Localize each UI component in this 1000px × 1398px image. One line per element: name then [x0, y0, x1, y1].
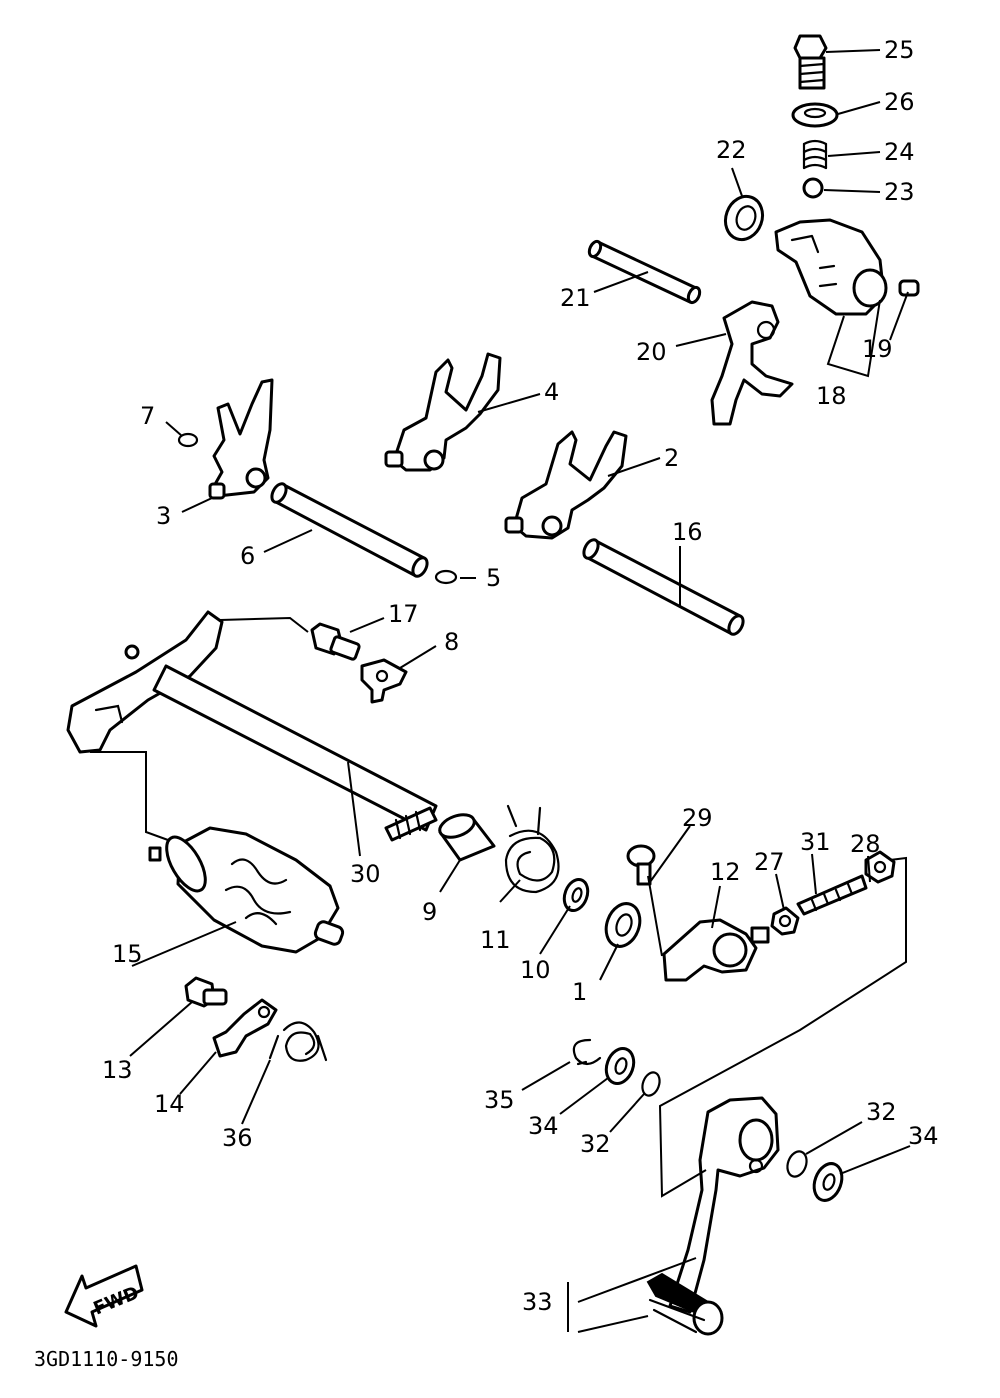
part-18-segment-housing	[774, 218, 888, 316]
part-3-shift-fork	[208, 378, 274, 500]
callout-11: 10	[520, 956, 551, 984]
part-36-circlip	[572, 1038, 602, 1066]
callout-3: 3	[156, 502, 171, 530]
callout-27: 12	[710, 858, 741, 886]
callout-6: 6	[240, 542, 255, 570]
part-35-washer-left	[604, 1047, 636, 1085]
assembly-line-drum	[90, 751, 169, 841]
part-7-circlip-top	[177, 432, 199, 448]
part-21-shaft	[587, 239, 702, 305]
fwd-arrow-icon: FWD	[64, 1264, 144, 1328]
part-31-nut	[770, 906, 800, 936]
callout-4: 4	[544, 378, 559, 406]
part-29-stud	[796, 874, 868, 916]
part-14-spring	[268, 1021, 328, 1062]
part-2-shift-fork	[504, 430, 628, 540]
assembly-line-pedal	[658, 856, 907, 1198]
part-20-shift-fork	[710, 300, 794, 426]
callout-36: 35	[484, 1086, 515, 1114]
part-27-shift-arm	[662, 918, 770, 982]
part-7-circlip-bottom	[434, 569, 458, 585]
callout-7-bottom: 5	[486, 564, 501, 592]
part-9-return-spring	[504, 804, 560, 894]
part-26-washer	[791, 102, 839, 128]
callout-30: 28	[850, 830, 881, 858]
callout-15: 13	[102, 1056, 133, 1084]
callout-26: 26	[884, 88, 915, 116]
part-4-shift-fork	[384, 352, 502, 472]
callout-16: 17	[388, 600, 419, 628]
callout-18: 18	[816, 382, 847, 410]
callout-35-right: 34	[908, 1122, 939, 1150]
callout-20: 20	[636, 338, 667, 366]
callout-13: 14	[154, 1090, 185, 1118]
callout-28: 29	[682, 804, 713, 832]
callout-1: 15	[112, 940, 143, 968]
part-10-oil-seal	[604, 902, 642, 948]
part-8-shift-shaft	[66, 610, 438, 842]
part-13-stopper-lever	[212, 998, 278, 1058]
callout-10: 1	[572, 978, 587, 1006]
part-28-bolt	[626, 844, 656, 886]
part-25-bolt	[793, 34, 828, 90]
callout-2: 2	[664, 444, 679, 472]
assembly-line-lever	[219, 616, 309, 633]
callout-34-right: 32	[866, 1098, 897, 1126]
part-34-o-ring-right	[786, 1150, 808, 1178]
callout-31: 27	[754, 848, 785, 876]
callout-21: 21	[560, 284, 591, 312]
part-24-spring	[802, 139, 828, 170]
part-19-dowel-pin	[898, 279, 920, 297]
part-30-nut	[864, 850, 896, 884]
part-34-o-ring-left	[641, 1071, 661, 1097]
part-1-shift-drum	[148, 826, 345, 954]
callout-25: 25	[884, 36, 915, 64]
callout-14: 36	[222, 1124, 253, 1152]
part-16-bolt	[310, 622, 361, 661]
callout-7-top: 7	[140, 402, 155, 430]
callout-24: 24	[884, 138, 915, 166]
part-35-washer-right	[812, 1162, 844, 1202]
callout-32: 33	[522, 1288, 553, 1316]
part-22-oil-seal	[723, 194, 765, 242]
callout-34-left: 32	[580, 1130, 611, 1158]
part-17-lock-washer	[360, 658, 408, 704]
assembly-bracket-18	[826, 299, 881, 378]
callout-8: 30	[350, 860, 381, 888]
part-32-shift-pedal	[668, 1096, 780, 1314]
callout-19: 19	[862, 335, 893, 363]
callout-labels: 25 26 24 23 22 21 20 19 18 7 4 2 3 6 5 1…	[102, 36, 939, 1316]
part-12-collar	[438, 813, 496, 862]
callout-23: 23	[884, 178, 915, 206]
drawing-code: 3GD1110-9150	[34, 1347, 179, 1371]
callout-29: 31	[800, 828, 831, 856]
part-15-bolt	[184, 976, 228, 1008]
leader-lines	[129, 49, 911, 1333]
part-6-shaft	[270, 482, 429, 578]
part-33-pedal-rubber	[646, 1272, 724, 1336]
part-11-washer	[562, 878, 590, 912]
part-23-ball	[802, 177, 824, 199]
callout-5: 16	[672, 518, 703, 546]
callout-35-left: 34	[528, 1112, 559, 1140]
part-5-shaft	[582, 538, 745, 636]
callout-17: 8	[444, 628, 459, 656]
callout-22: 22	[716, 136, 747, 164]
callout-12: 9	[422, 898, 437, 926]
callout-9: 11	[480, 926, 511, 954]
